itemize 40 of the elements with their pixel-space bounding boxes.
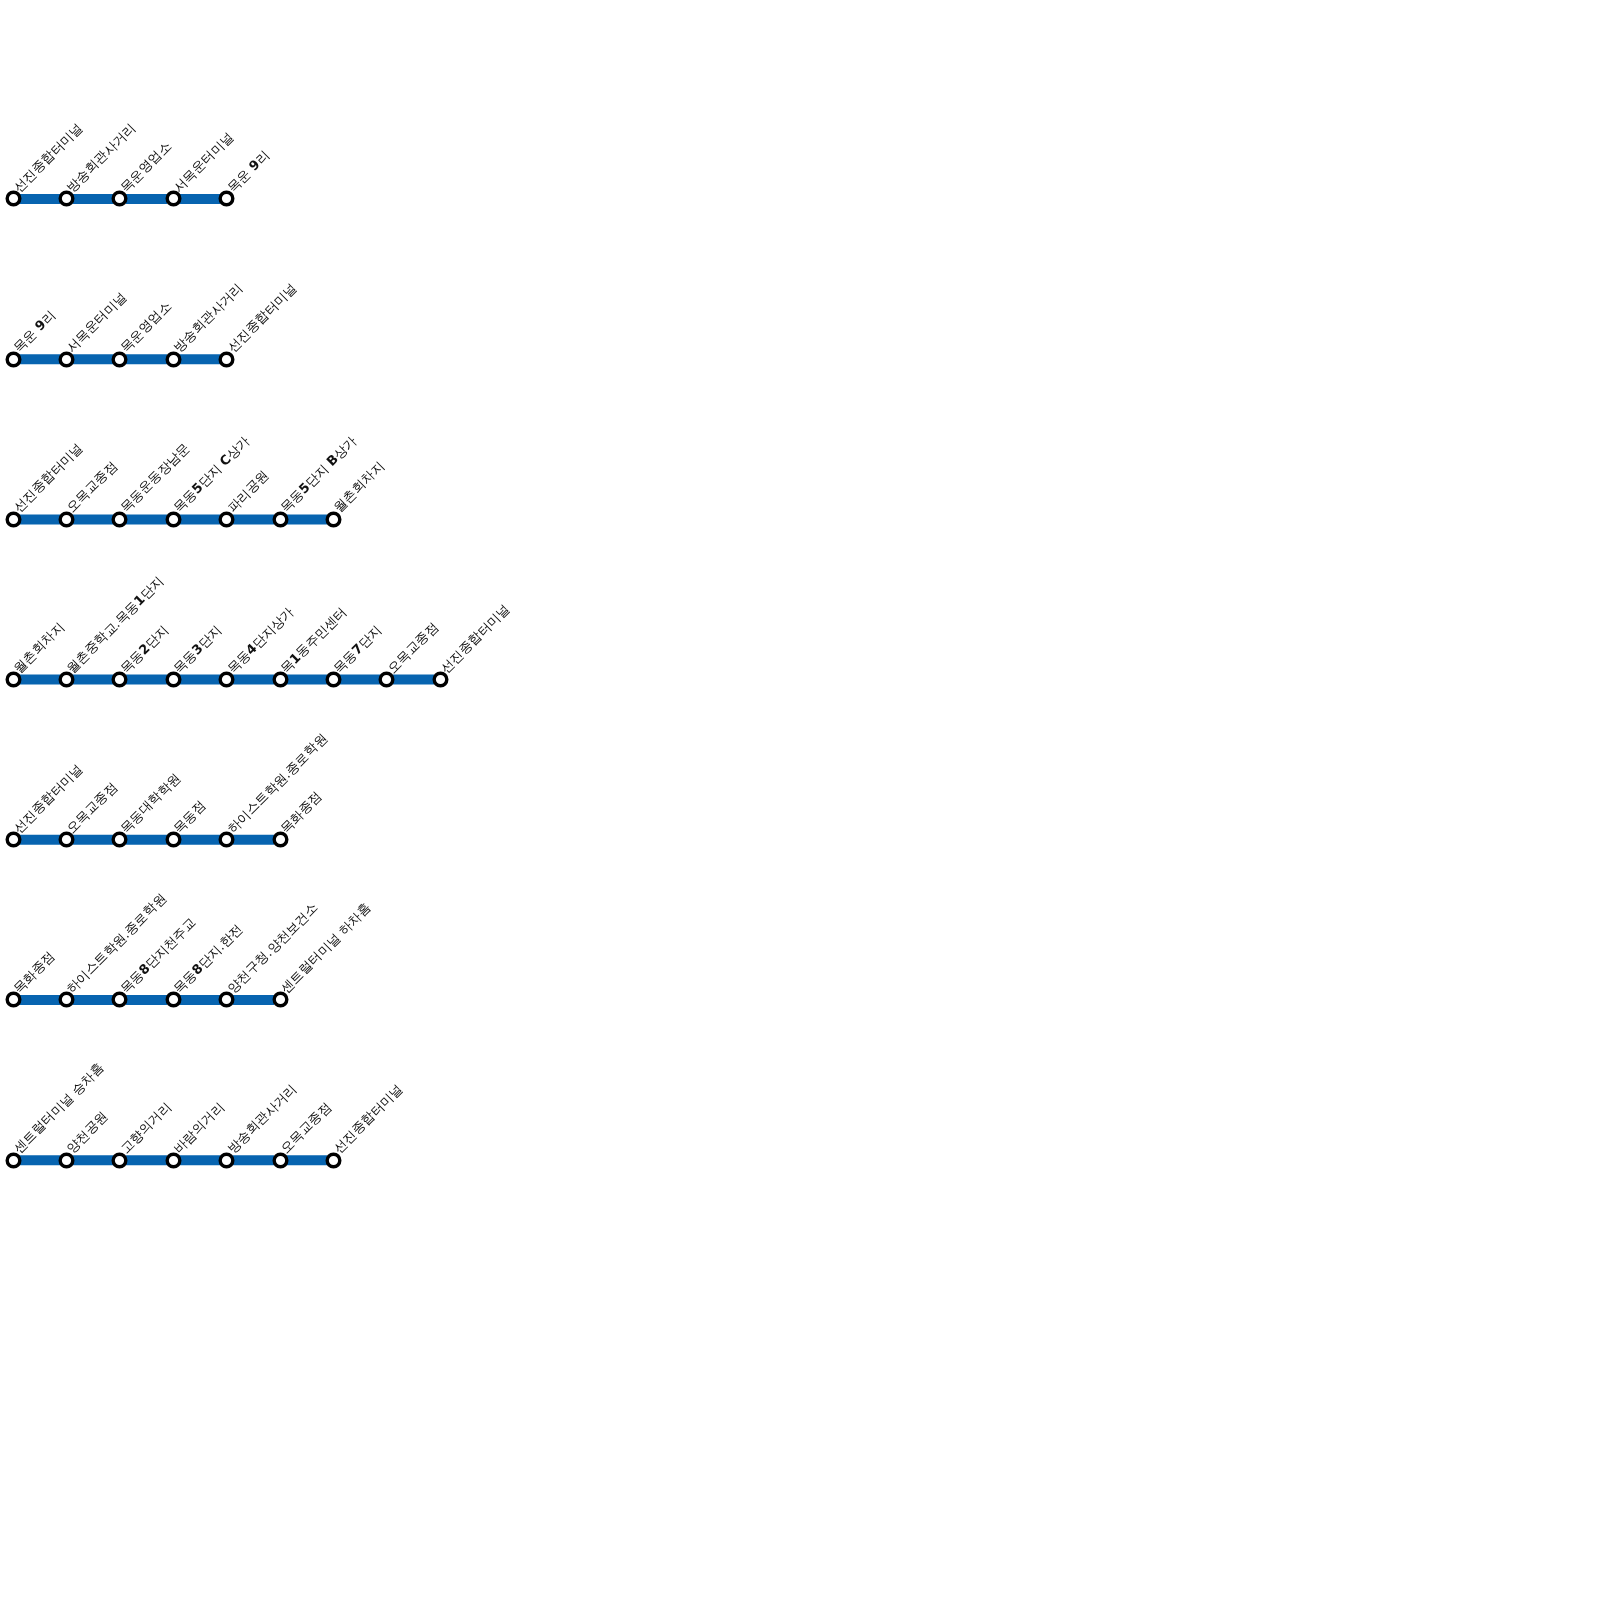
route-line [19,995,61,1005]
route-line [232,1155,274,1166]
route-line [232,514,274,525]
route-line [72,995,114,1005]
route-line [19,834,61,845]
station-label: 목운 9리 [10,307,58,356]
route-line [392,674,435,685]
route-line [125,995,168,1005]
route-line [125,834,168,845]
route-line [179,514,221,525]
route-line [339,674,381,685]
route-line [179,354,221,365]
route-line [72,674,114,685]
route-line [179,995,221,1005]
route-line [19,194,61,204]
route-line [179,834,221,845]
route-line [125,354,168,365]
route-line [19,674,61,685]
route-line [72,834,114,845]
route-line [125,514,168,525]
route-line [19,1155,61,1166]
route-line [179,1155,221,1166]
route-line [125,194,168,204]
route-line [286,1155,328,1166]
route-line [286,514,328,525]
route-line [72,194,114,204]
route-line [232,995,274,1005]
route-line [232,834,274,845]
route-line [286,674,328,685]
route-line [72,1155,114,1166]
route-line [19,514,61,525]
route-line [72,514,114,525]
route-line [72,354,114,365]
route-line [179,194,221,204]
route-line [19,354,61,365]
route-line [125,674,168,685]
route-line [232,674,274,685]
station-label: 목동3단지 [170,621,225,676]
route-line [125,1155,168,1166]
route-line [179,674,221,685]
